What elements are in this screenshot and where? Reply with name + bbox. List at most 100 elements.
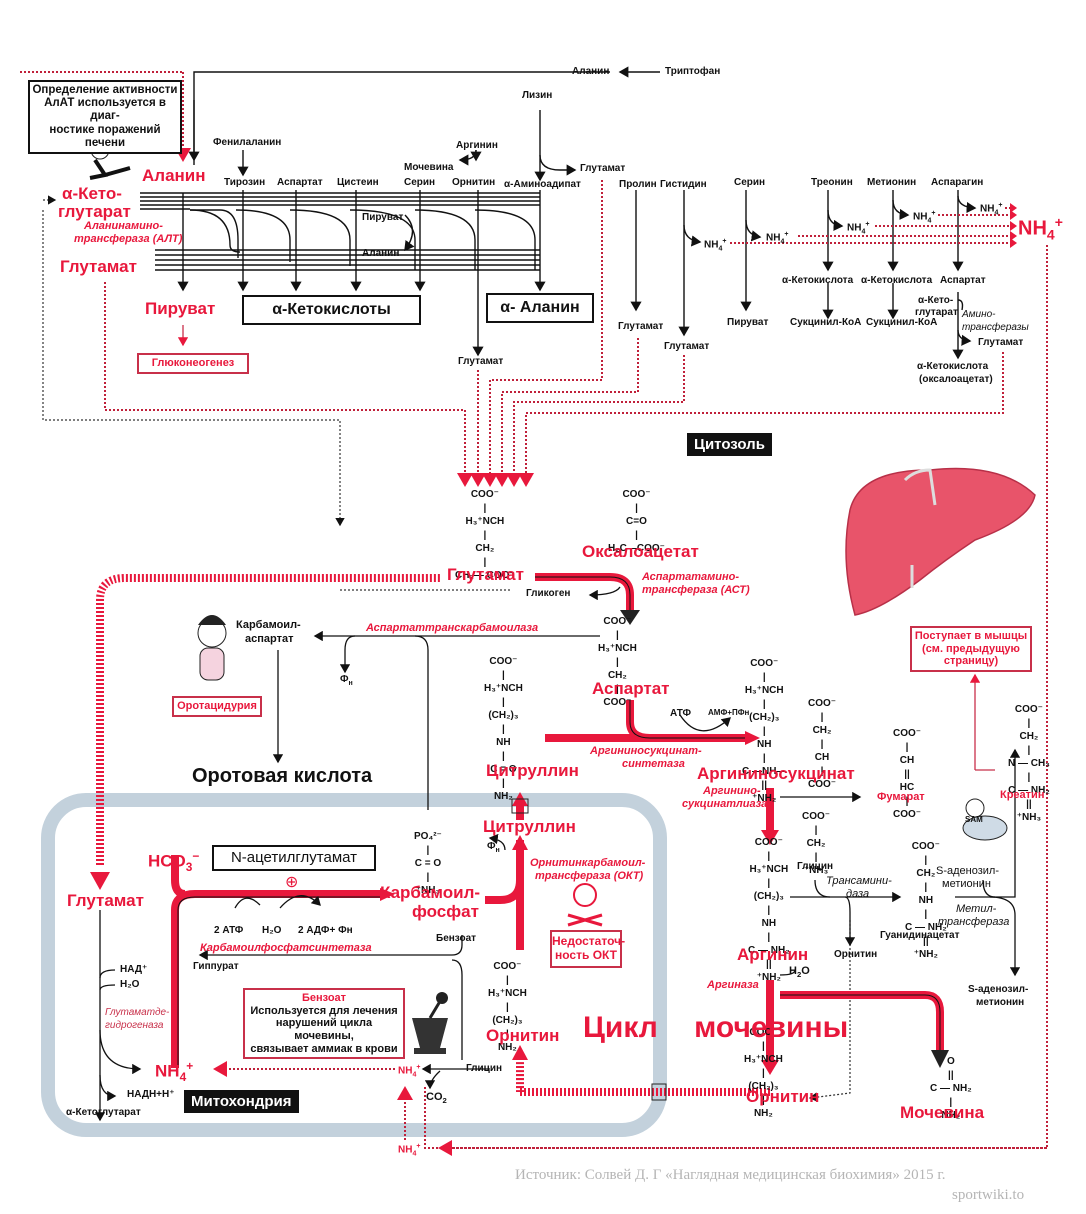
cps-enzyme: Карбамоилфосфатсинтетаза: [200, 942, 372, 954]
fumarate-structure: COO⁻ | CH || HC | COO⁻: [893, 728, 922, 820]
argsucc-structure-left: COO⁻ | H₃⁺NCH | (CH₂)₃ | NH | C —NH— || …: [742, 658, 787, 804]
transamidinase-2: даза: [846, 888, 870, 900]
ornithine-mito-structure: COO⁻ | H₃⁺NCH | (CH₂)₃ | NH₂: [488, 961, 527, 1053]
glutamate-orn: Глутамат: [458, 356, 504, 367]
cysteine: Цистеин: [337, 177, 379, 188]
glutamate-top: Глутамат: [60, 257, 137, 276]
fumarate-label: Фумарат: [877, 791, 925, 803]
akg-small-1: α-Кето-: [918, 295, 954, 306]
proline: Пролин: [619, 179, 657, 190]
arginase: Аргиназа: [707, 979, 759, 991]
methyltransferase-2: трансфераза: [938, 916, 1010, 928]
nh4-met: NH4+: [913, 210, 936, 225]
sah-1: S-аденозил-: [968, 984, 1029, 995]
akg-label-2: глутарат: [58, 202, 131, 221]
ornithine-transporter: [651, 1083, 667, 1101]
alanine-small: Аланин: [362, 248, 400, 259]
benzoate-note-box: Бензоат Используется для лечения нарушен…: [243, 988, 405, 1060]
nh4-thr: NH4+: [847, 221, 870, 236]
otc-deficiency-box: Недостаточ- ность ОКТ: [550, 930, 625, 968]
arginine-top: Аргинин: [456, 140, 498, 151]
tyrosine: Тирозин: [224, 177, 266, 188]
succinyl-coa-2: Сукцинил-КоА: [866, 317, 938, 328]
alt-enzyme-2: трансфераза (АЛТ): [74, 233, 183, 245]
glutamate-mid: Глутамат: [447, 565, 524, 584]
glutamate-asn: Глутамат: [978, 337, 1024, 348]
aminoadipate: α-Аминоадипат: [504, 179, 581, 190]
argsucc-structure-right: COO⁻ | CH₂ | CH | COO⁻: [808, 698, 837, 790]
carbamoyl-phosphate-2: фосфат: [412, 902, 479, 921]
ast-1: Аспартатамино-: [642, 571, 740, 583]
glutamate-structure: COO⁻ | H₃⁺NCH | CH₂ | CH₂— COO⁻: [455, 489, 515, 581]
alpha-alanine-box: α- Аланин: [486, 293, 594, 323]
h2o-gdh: H₂O: [120, 979, 140, 990]
glycine-structure: COO⁻ | CH₂ | ⁺NH₃: [802, 811, 831, 876]
mortar-rx-icon: [412, 992, 448, 1054]
muscle-note-box: Поступает в мышцы (см. предыдущую страни…: [910, 626, 1032, 672]
boy-icon: [197, 615, 227, 681]
ornithine-top: Орнитин: [452, 177, 496, 188]
keto-thr: α-Кетокислота: [782, 275, 854, 286]
methyltransferase-1: Метил-: [956, 903, 997, 915]
aminotransferases-1: Амино-: [962, 309, 996, 320]
sam-badge: SAM: [965, 815, 983, 824]
sam-2: метионин: [942, 878, 991, 890]
ornithine-cytosol: Орнитин: [746, 1087, 820, 1106]
lysine: Лизин: [522, 90, 553, 101]
skull-crossbones-icon: [567, 883, 603, 927]
arginine-label: Аргинин: [737, 945, 809, 964]
atp2: 2 АТФ: [214, 925, 244, 936]
sam-hero-icon: [962, 798, 1008, 841]
pyruvate-ser: Пируват: [727, 317, 769, 328]
keto-oaa-2: (оксалоацетат): [919, 374, 993, 385]
nh4-asn: NH4+: [980, 202, 1003, 217]
adp2: 2 АДФ+ Фн: [298, 925, 353, 936]
serine-right: Серин: [734, 177, 766, 188]
sam-1: S-аденозил-: [936, 865, 999, 877]
as-lyase-2: сукцинатлиаза: [682, 798, 768, 810]
alanine-label: Аланин: [142, 166, 206, 185]
as-synthetase-1: Аргининосукцинат-: [590, 745, 702, 757]
cytosol-label: Цитозоль: [687, 433, 772, 456]
nag-box: N-ацетилглутамат: [212, 845, 376, 871]
gluconeogenesis-box: Глюконеогенез: [137, 353, 249, 374]
nh4-his: NH4+: [704, 238, 727, 253]
otc-1: Орнитинкарбамоил-: [530, 857, 646, 869]
alt-diagnostics-note: Определение активности АлАТ используется…: [28, 80, 182, 155]
alt-enzyme-1: Аланинамино-: [84, 220, 163, 232]
succinyl-coa-1: Сукцинил-КоА: [790, 317, 862, 328]
pyruvate-label: Пируват: [145, 299, 216, 318]
oxaloacetate-structure: COO⁻ | C=O | H₂C—COO⁻: [608, 489, 665, 554]
citrulline-structure: COO⁻ | H₃⁺NCH | (CH₂)₃ | NH | C = O | NH…: [484, 656, 523, 802]
mitochondrion-membrane: [41, 793, 667, 1137]
gdh-1: Глутаматде-: [105, 1007, 170, 1018]
akg-label-1: α-Кето-: [62, 184, 122, 203]
orotaciduria-box: Оротацидурия: [172, 696, 262, 717]
asp-transcarbamoylase: Аспартаттранскарбамоилаза: [366, 622, 539, 634]
nh4-ser: NH4+: [766, 231, 789, 246]
asparagine: Аспарагин: [931, 177, 984, 188]
urea-label: Мочевина: [900, 1103, 985, 1122]
oxaloacetate-label: Оксалоацетат: [582, 542, 699, 561]
pyruvate-small: Пируват: [362, 212, 404, 223]
pi-1: Фн: [340, 674, 353, 687]
akg-mito: α-Кетоглутарат: [66, 1107, 141, 1118]
tryptophan: Триптофан: [665, 66, 721, 77]
nad: НАД⁺: [120, 964, 148, 975]
carbamoyl-phosphate-1: Карбамоил-: [380, 883, 481, 902]
source-line: Источник: Солвей Д. Г «Наглядная медицин…: [515, 1167, 946, 1183]
nadh: НАДН+H⁺: [127, 1089, 175, 1100]
citrulline-mito: Цитруллин: [483, 817, 576, 836]
source-site: sportwiki.to: [952, 1187, 1025, 1203]
glycine-mito: Глицин: [466, 1063, 503, 1074]
ornithine-small: Орнитин: [834, 949, 878, 960]
glutamate-pro: Глутамат: [618, 321, 664, 332]
nh4-glycine: NH4+: [398, 1064, 421, 1079]
guanidinoacetate: Гуанидинацетат: [880, 930, 960, 941]
aminotransferases-2: трансферазы: [962, 322, 1029, 333]
alanine-trp: Аланин: [572, 66, 610, 77]
histidine: Гистидин: [660, 179, 707, 190]
ast-2: трансфераза (АСТ): [642, 584, 750, 596]
as-lyase-1: Аргинино-: [703, 785, 761, 797]
